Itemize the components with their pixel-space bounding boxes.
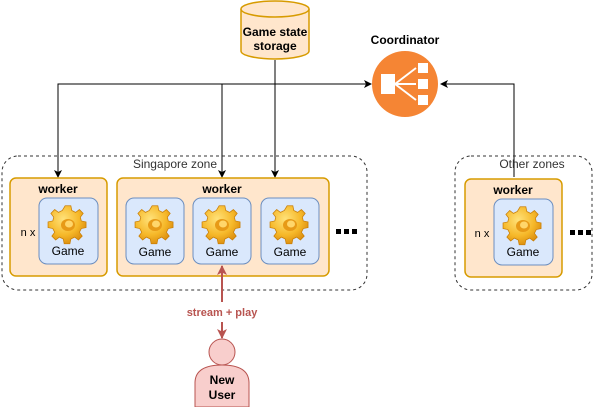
game-instance: Game <box>125 197 185 265</box>
new-user: New User <box>194 338 250 407</box>
zone-singapore: Singapore zone worker n x Game worker Ga… <box>1 155 368 291</box>
game-label: Game <box>139 245 172 259</box>
gear-icon <box>502 206 542 246</box>
worker: worker Game Game Game <box>116 177 330 277</box>
zone-other: Other zones worker n x Game <box>454 155 593 291</box>
gear-icon <box>47 205 87 245</box>
game-label: Game <box>206 245 239 259</box>
connector-other-zones <box>440 80 515 177</box>
worker-label: worker <box>201 182 242 196</box>
stream-connection: stream + play <box>187 265 259 339</box>
game-instance: Game <box>38 197 99 265</box>
game-state-storage: Game state storage <box>240 0 310 60</box>
connectors <box>54 60 515 178</box>
gear-icon <box>201 205 241 245</box>
worker: worker n x Game <box>464 178 563 278</box>
worker-label: worker <box>492 183 533 197</box>
coordinator: Coordinator <box>371 33 440 117</box>
user-label-1: New <box>210 373 235 387</box>
storage-label-2: storage <box>253 39 297 53</box>
game-label: Game <box>507 245 540 259</box>
game-label: Game <box>52 244 85 258</box>
user-icon <box>194 364 250 407</box>
game-instance: Game <box>493 198 554 266</box>
zone-label: Other zones <box>499 157 564 171</box>
worker: worker n x Game <box>9 177 108 277</box>
gear-icon <box>269 205 309 245</box>
multiplier-label: n x <box>475 228 490 240</box>
game-instance: Game <box>260 197 320 265</box>
user-label-2: User <box>209 388 236 402</box>
more-ellipsis-icon <box>570 230 591 235</box>
stream-label: stream + play <box>187 307 259 319</box>
game-instance: Game <box>192 197 252 265</box>
gear-icon <box>134 205 174 245</box>
coordinator-label: Coordinator <box>371 33 440 47</box>
multiplier-label: n x <box>21 227 36 239</box>
zone-label: Singapore zone <box>133 157 217 171</box>
storage-label-1: Game state <box>243 25 308 39</box>
more-ellipsis-icon <box>336 229 357 234</box>
worker-label: worker <box>37 182 78 196</box>
game-label: Game <box>274 245 307 259</box>
